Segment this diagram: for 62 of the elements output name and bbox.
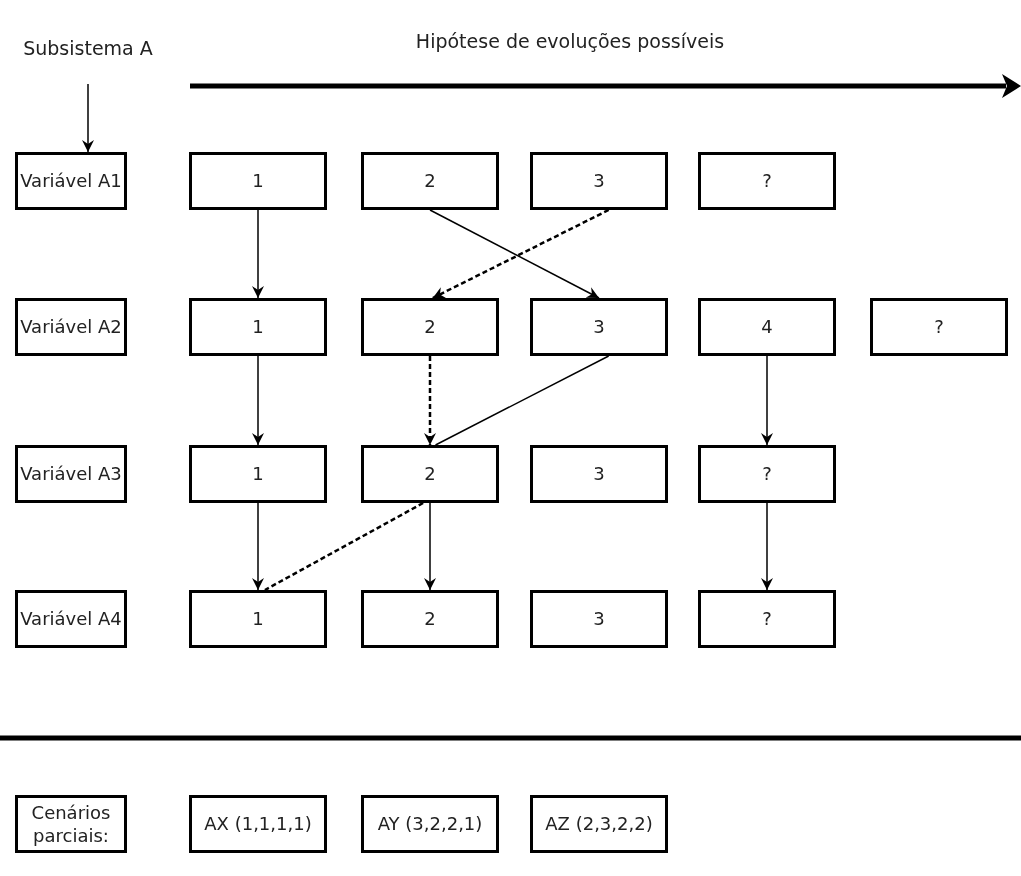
value-label: 1 [252, 169, 264, 193]
value-box [361, 152, 499, 210]
value-box [361, 298, 499, 356]
value-box [361, 445, 499, 503]
value-box [530, 445, 668, 503]
value-box [189, 590, 327, 648]
arrow [761, 355, 773, 446]
value-label: AY (3,2,2,1) [377, 812, 483, 836]
row-label-box [15, 445, 127, 503]
connector-line [434, 355, 610, 446]
value-label: 2 [424, 315, 436, 339]
value-box [189, 298, 327, 356]
row-label: Variável A2 [20, 315, 122, 339]
arrow [424, 356, 436, 445]
value-label: 3 [593, 607, 605, 631]
value-label: 1 [252, 315, 264, 339]
value-label: 1 [252, 462, 264, 486]
row-label: Variável A3 [20, 462, 122, 486]
value-label: ? [762, 462, 772, 486]
value-label: 3 [593, 462, 605, 486]
value-box [361, 795, 499, 853]
value-box [530, 590, 668, 648]
value-label: 3 [593, 315, 605, 339]
connector-line [264, 501, 424, 592]
row-label: Variável A4 [20, 607, 122, 631]
value-box [189, 445, 327, 503]
row-label-box [15, 152, 127, 210]
value-label: AX (1,1,1,1) [204, 812, 312, 836]
arrow [252, 355, 264, 446]
arrow [82, 83, 94, 153]
value-box [698, 445, 836, 503]
value-box [698, 298, 836, 356]
value-label: ? [762, 607, 772, 631]
value-box [530, 152, 668, 210]
value-box [870, 298, 1008, 356]
value-box [361, 590, 499, 648]
value-label: ? [934, 315, 944, 339]
value-label: 3 [593, 169, 605, 193]
value-label: 2 [424, 169, 436, 193]
value-label: ? [762, 169, 772, 193]
row-label-box [15, 298, 127, 356]
row-label: Cenários parciais: [30, 800, 112, 848]
value-box [530, 795, 668, 853]
value-label: 2 [424, 607, 436, 631]
arrow [424, 502, 436, 591]
value-box [530, 298, 668, 356]
arrow [252, 502, 264, 591]
arrow [252, 209, 264, 299]
arrow [761, 502, 773, 591]
row-label-box [15, 590, 127, 648]
subsystem-label: Subsistema A [18, 14, 158, 82]
value-box [189, 152, 327, 210]
value-label: AZ (2,3,2,2) [545, 812, 653, 836]
row-label: Variável A1 [20, 169, 122, 193]
row-label-box [15, 795, 127, 853]
value-box [698, 152, 836, 210]
value-box [189, 795, 327, 853]
value-box [698, 590, 836, 648]
value-label: 1 [252, 607, 264, 631]
value-label: 2 [424, 462, 436, 486]
value-label: 4 [761, 315, 773, 339]
axis-title: Hipótese de evoluções possíveis [414, 30, 726, 52]
